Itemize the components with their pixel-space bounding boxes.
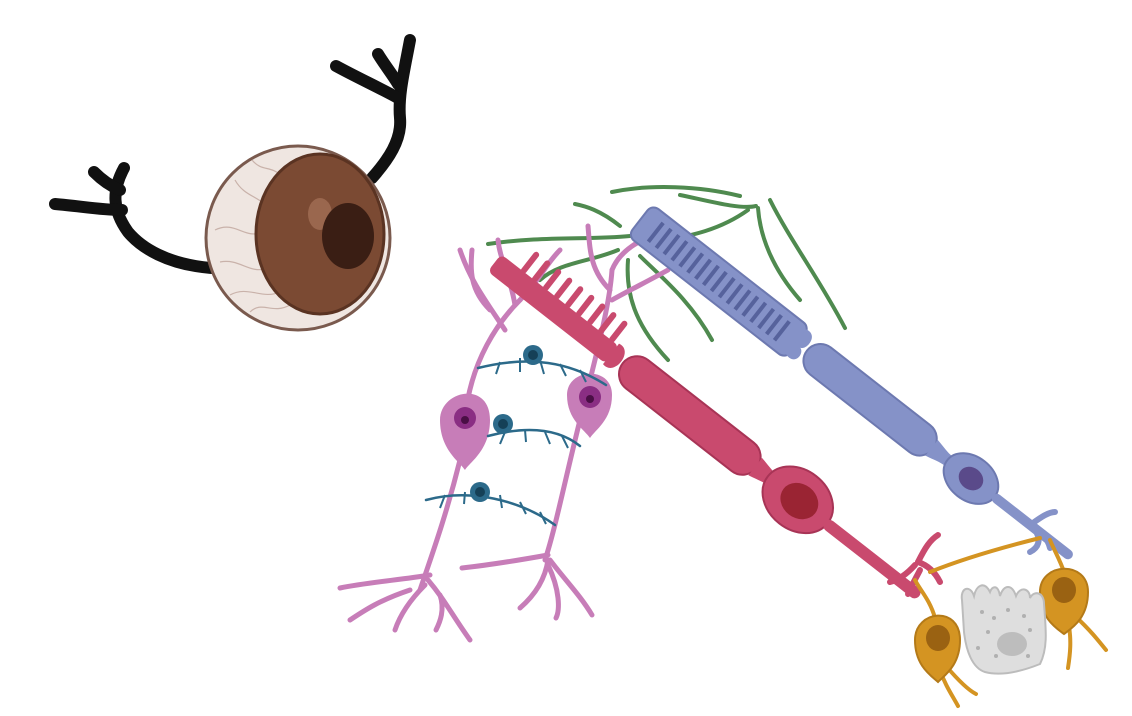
muller-glia-cell (486, 185, 847, 362)
pigment-cell (960, 584, 1047, 675)
rod-cell (629, 206, 1073, 560)
cone-cell (490, 251, 943, 599)
eyeball-icon (204, 144, 392, 332)
bipolar-cells (913, 536, 1108, 708)
amacrine-cells (424, 345, 608, 527)
ganglion-cell-left (337, 237, 563, 643)
ganglion-cell-right (459, 223, 671, 621)
optic-nerve-right (330, 34, 416, 184)
